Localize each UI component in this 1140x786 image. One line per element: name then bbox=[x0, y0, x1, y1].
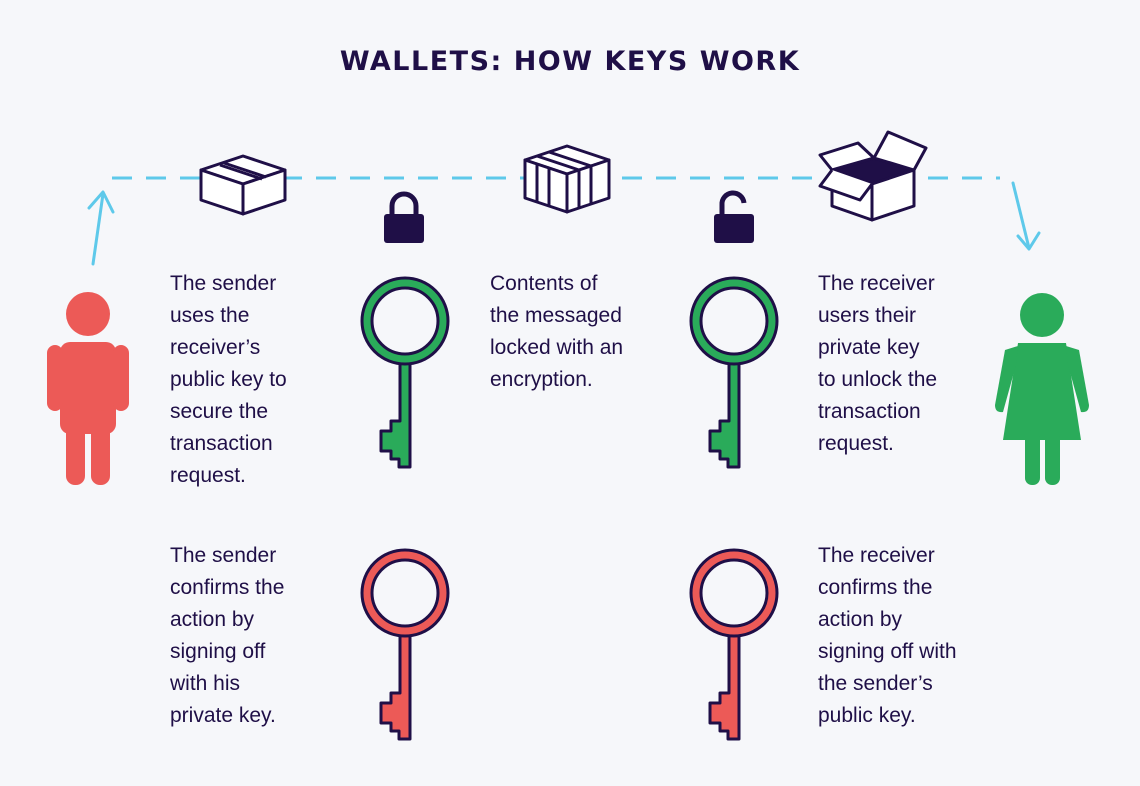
receiver-decrypt-text: The receiver users their private key to … bbox=[818, 268, 937, 460]
text-line: The receiver bbox=[818, 272, 935, 295]
text-line: receiver’s bbox=[170, 336, 261, 359]
private-key-green-icon bbox=[689, 276, 779, 469]
text-line: public key to bbox=[170, 368, 287, 391]
text-line: users their bbox=[818, 304, 917, 327]
down-arrow-icon bbox=[1011, 181, 1041, 251]
text-line: uses the bbox=[170, 304, 250, 327]
text-line: secure the bbox=[170, 400, 269, 423]
text-line: confirms the bbox=[170, 576, 285, 599]
text-line: the sender’s bbox=[818, 672, 933, 695]
text-line: locked with an bbox=[490, 336, 624, 359]
key-shaft bbox=[379, 632, 412, 741]
key-shaft bbox=[379, 360, 412, 469]
text-line: public key. bbox=[818, 704, 916, 727]
text-line: encryption. bbox=[490, 368, 593, 391]
text-line: to unlock the bbox=[818, 368, 938, 391]
text-line: The sender bbox=[170, 272, 277, 295]
open-lock-icon bbox=[714, 190, 754, 243]
closed-lock-icon bbox=[384, 191, 424, 243]
text-line: The receiver bbox=[818, 544, 935, 567]
receiver-confirm-text: The receiver confirms the action by sign… bbox=[818, 540, 957, 732]
wrapped-box-icon bbox=[523, 144, 611, 214]
key-ring bbox=[360, 276, 450, 366]
private-key-red-icon bbox=[360, 548, 450, 741]
text-line: private key. bbox=[170, 704, 276, 727]
key-ring bbox=[689, 276, 779, 366]
up-arrow-icon bbox=[87, 190, 115, 266]
text-line: confirms the bbox=[818, 576, 933, 599]
text-line: request. bbox=[170, 464, 246, 487]
open-box-icon bbox=[818, 130, 928, 222]
public-key-red-icon bbox=[689, 548, 779, 741]
key-shaft bbox=[708, 360, 741, 469]
text-line: with his bbox=[170, 672, 241, 695]
page-title: WALLETS: HOW KEYS WORK bbox=[339, 46, 801, 77]
text-line: transaction bbox=[818, 400, 921, 423]
receiver-person-icon bbox=[995, 293, 1089, 485]
key-ring bbox=[360, 548, 450, 638]
text-line: request. bbox=[818, 432, 894, 455]
text-line: signing off with bbox=[818, 640, 957, 663]
public-key-green-icon bbox=[360, 276, 450, 469]
text-line: action by bbox=[170, 608, 255, 631]
key-ring bbox=[689, 548, 779, 638]
text-line: Contents of bbox=[490, 272, 598, 295]
closed-box-icon bbox=[199, 154, 287, 216]
encrypted-contents-text: Contents of the messaged locked with an … bbox=[490, 268, 623, 396]
text-line: transaction bbox=[170, 432, 273, 455]
text-line: private key bbox=[818, 336, 920, 359]
key-shaft bbox=[708, 632, 741, 741]
sender-encrypt-text: The sender uses the receiver’s public ke… bbox=[170, 268, 287, 492]
text-line: action by bbox=[818, 608, 903, 631]
text-line: The sender bbox=[170, 544, 277, 567]
sender-person-icon bbox=[47, 292, 129, 485]
text-line: signing off bbox=[170, 640, 266, 663]
text-line: the messaged bbox=[490, 304, 622, 327]
sender-sign-text: The sender confirms the action by signin… bbox=[170, 540, 284, 732]
